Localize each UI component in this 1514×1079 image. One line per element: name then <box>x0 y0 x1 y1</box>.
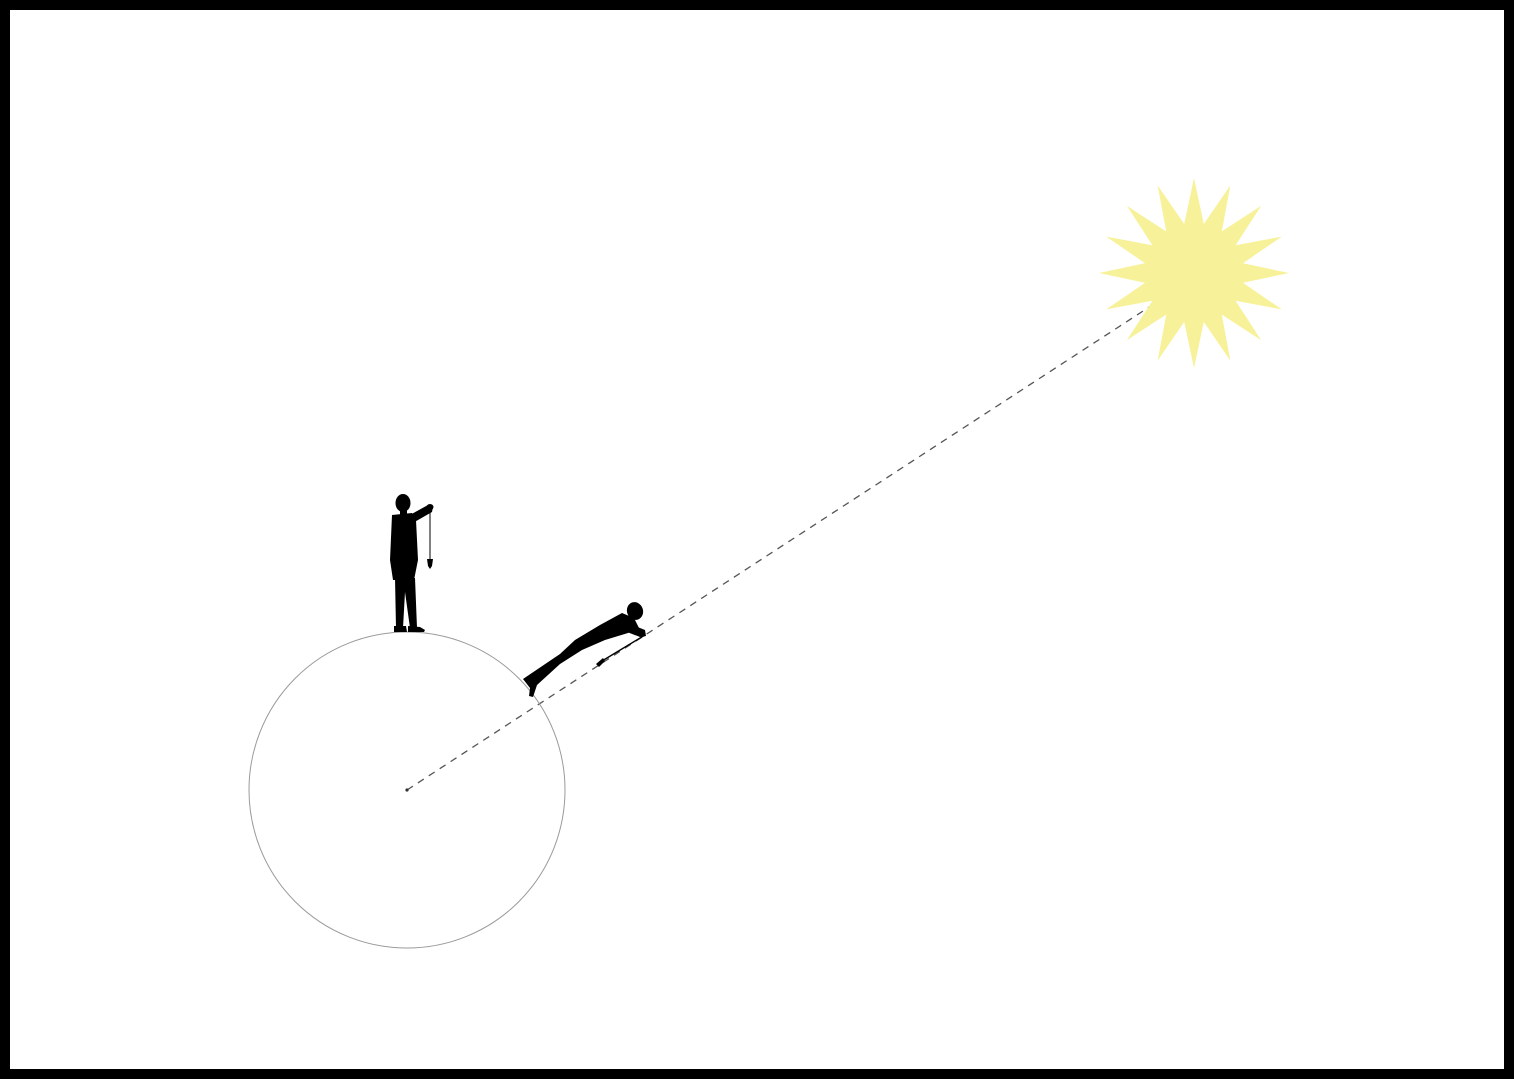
planet-center-point <box>405 788 409 792</box>
sun-icon <box>1099 178 1289 368</box>
standing-person-with-plumb-bob-icon <box>390 494 434 632</box>
lying-person-with-plumb-bob-icon <box>523 602 646 697</box>
diagram-frame <box>10 10 1504 1069</box>
sight-line <box>406 299 1161 791</box>
